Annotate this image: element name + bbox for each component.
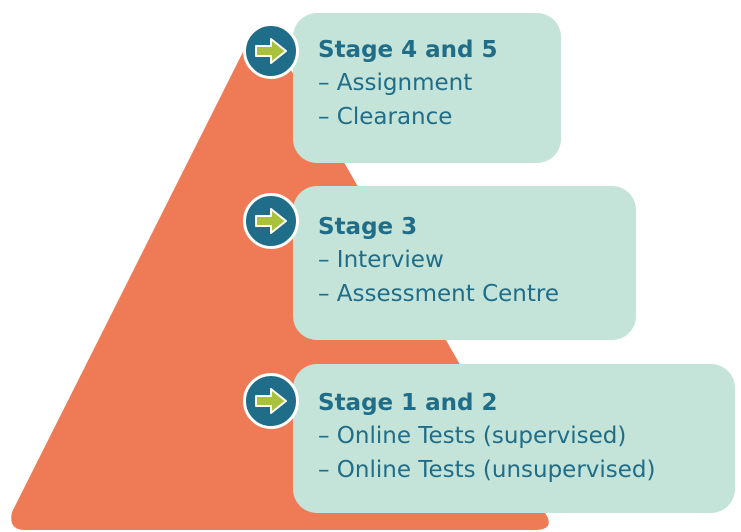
arrow-right-icon bbox=[243, 373, 299, 429]
arrow-right-icon bbox=[243, 193, 299, 249]
arrow-right-icon bbox=[243, 23, 299, 79]
stage-title: Stage 4 and 5 bbox=[318, 37, 498, 63]
stage-item-assignment: – Assignment bbox=[318, 70, 473, 96]
stage-item-interview: – Interview bbox=[318, 247, 444, 273]
stage-item-clearance: – Clearance bbox=[318, 104, 453, 130]
stage-item-assessment-centre: – Assessment Centre bbox=[318, 281, 559, 307]
stage-title: Stage 3 bbox=[318, 214, 418, 240]
stage-title: Stage 1 and 2 bbox=[318, 390, 498, 416]
stage-box-3: Stage 3 – Interview – Assessment Centre bbox=[293, 186, 636, 340]
stage-box-1-2: Stage 1 and 2 – Online Tests (supervised… bbox=[293, 364, 735, 513]
stage-box-4-5: Stage 4 and 5 – Assignment – Clearance bbox=[293, 13, 561, 163]
stage-item-online-tests-supervised: – Online Tests (supervised) bbox=[318, 423, 627, 449]
stage-item-online-tests-unsupervised: – Online Tests (unsupervised) bbox=[318, 457, 656, 483]
